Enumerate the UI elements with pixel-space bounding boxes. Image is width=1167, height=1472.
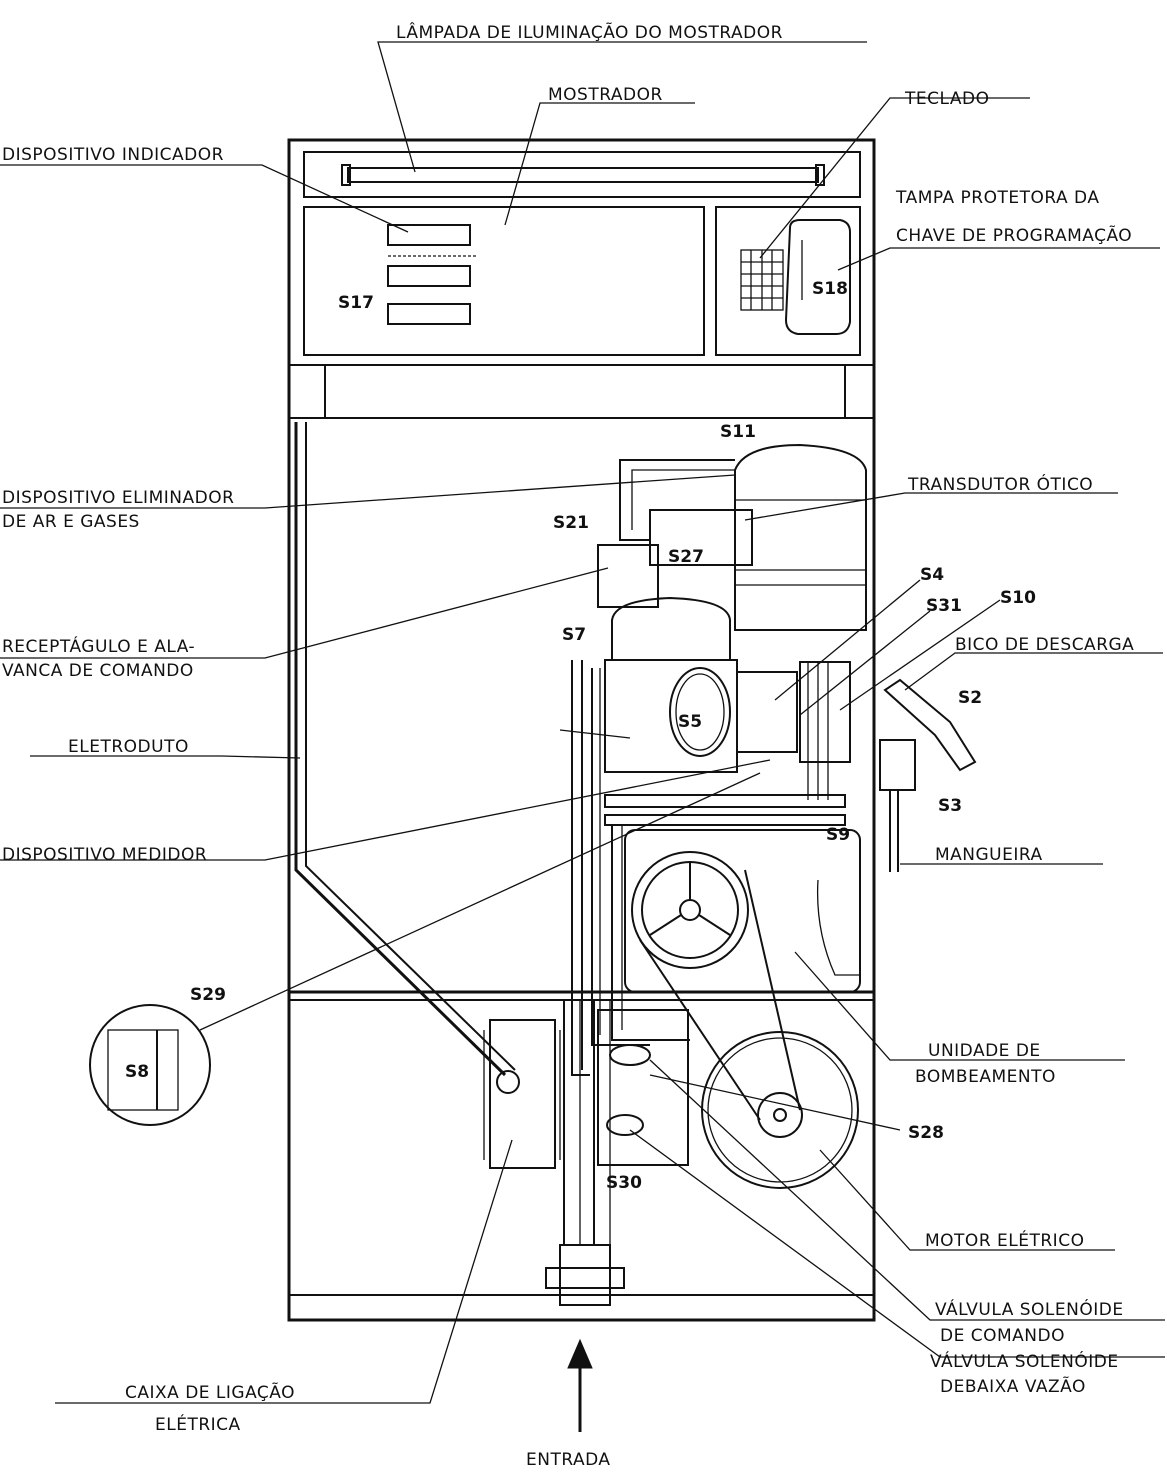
label-caixa-2: ELÉTRICA [155, 1413, 241, 1435]
code-s11: S11 [720, 422, 756, 442]
label-transdutor: TRANSDUTOR ÓTICO [907, 473, 1093, 495]
label-receptaculo-1: RECEPTÁGULO E ALA- [2, 635, 195, 657]
pumping-unit [624, 829, 861, 1121]
code-s10: S10 [1000, 588, 1036, 608]
display-head [303, 151, 861, 356]
s8-inset [89, 1004, 211, 1126]
label-valvula-comando-1: VÁLVULA SOLENÓIDE [935, 1298, 1124, 1320]
code-s29: S29 [190, 985, 226, 1005]
label-receptaculo-2: VANCA DE COMANDO [2, 661, 194, 681]
code-s7: S7 [562, 625, 586, 645]
electric-motor [701, 1031, 859, 1189]
label-bico: BICO DE DESCARGA [955, 635, 1134, 655]
label-medidor: DISPOSITIVO MEDIDOR [2, 845, 207, 865]
label-caixa-1: CAIXA DE LIGAÇÃO [125, 1381, 295, 1403]
label-eliminador-2: DE AR E GASES [2, 512, 140, 532]
code-s27: S27 [668, 547, 704, 567]
code-s5: S5 [678, 712, 702, 732]
label-valvula-comando-2: DE COMANDO [940, 1326, 1065, 1346]
label-mangueira: MANGUEIRA [935, 845, 1043, 865]
code-s3: S3 [938, 796, 962, 816]
meter-device [604, 596, 851, 800]
programming-key-cover [784, 219, 851, 335]
code-s17: S17 [338, 293, 374, 313]
label-mostrador: MOSTRADOR [548, 85, 663, 105]
solenoid-valves [597, 1009, 689, 1166]
label-valvula-baixa-1: VÁLVULA SOLENÓIDE [930, 1350, 1119, 1372]
label-unidade-1: UNIDADE DE [928, 1041, 1041, 1061]
nozzle [879, 678, 977, 872]
code-s21: S21 [553, 513, 589, 533]
conduit [294, 422, 520, 1094]
label-tampa-2: CHAVE DE PROGRAMAÇÃO [896, 224, 1132, 246]
code-s30: S30 [606, 1173, 642, 1193]
code-s8: S8 [125, 1062, 149, 1082]
code-s31: S31 [926, 596, 962, 616]
label-eletroduto: ELETRODUTO [68, 737, 189, 757]
code-s9: S9 [826, 825, 850, 845]
pipes [563, 660, 846, 1246]
label-tampa-1: TAMPA PROTETORA DA [895, 188, 1099, 208]
keypad-grid [740, 249, 784, 311]
pulley-large [631, 851, 749, 969]
label-valvula-baixa-2: DEBAIXA VAZÃO [940, 1375, 1086, 1397]
label-eliminador-1: DISPOSITIVO ELIMINADOR [2, 488, 234, 508]
label-lampada: LÂMPADA DE ILUMINAÇÃO DO MOSTRADOR [396, 21, 783, 43]
code-s2: S2 [958, 688, 982, 708]
label-entrada: ENTRADA [526, 1450, 611, 1470]
label-dispositivo-indicador: DISPOSITIVO INDICADOR [2, 145, 224, 165]
gas-eliminator [597, 443, 867, 631]
label-teclado: TECLADO [904, 89, 989, 109]
label-motor: MOTOR ELÉTRICO [925, 1229, 1084, 1251]
inlet-pipe [545, 1244, 625, 1306]
code-s4: S4 [920, 565, 944, 585]
leader-lines [0, 41, 1165, 1432]
code-s18: S18 [812, 279, 848, 299]
label-unidade-2: BOMBEAMENTO [915, 1067, 1056, 1087]
junction-box [483, 1019, 561, 1169]
code-s28: S28 [908, 1123, 944, 1143]
